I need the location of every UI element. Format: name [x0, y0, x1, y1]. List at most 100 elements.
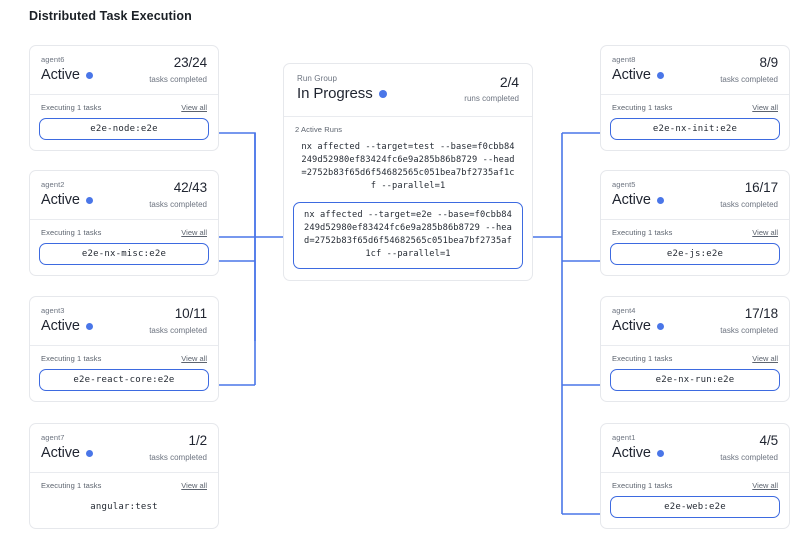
agent-status: Active	[41, 191, 207, 209]
status-dot-icon	[656, 449, 664, 457]
status-dot-icon	[85, 449, 93, 457]
agent-card[interactable]: agent4 Active 17/18 tasks completed Exec…	[600, 296, 790, 402]
runs-count-block: 2/4 runs completed	[464, 74, 519, 105]
agent-card-body: Executing 1 tasks View all e2e-nx-misc:e…	[30, 220, 218, 275]
agent-name: agent7	[41, 433, 65, 442]
view-all-link[interactable]: View all	[752, 103, 778, 112]
task-count-value: 42/43	[173, 180, 207, 195]
divider	[601, 94, 789, 95]
task-count-block: 42/43 tasks completed	[149, 180, 207, 211]
run-group-status: In Progress	[297, 85, 519, 103]
executing-label: Executing 1 tasks	[612, 103, 673, 112]
executing-label: Executing 1 tasks	[41, 354, 102, 363]
view-all-link[interactable]: View all	[752, 228, 778, 237]
task-count-label: tasks completed	[720, 200, 778, 209]
run-group-card[interactable]: Run Group In Progress 2/4 runs completed…	[283, 63, 533, 281]
agent-card-body: Executing 1 tasks View all angular:test	[30, 473, 218, 528]
task-count-value: 23/24	[173, 55, 207, 70]
agent-name: agent3	[41, 306, 65, 315]
agent-status: Active	[612, 444, 778, 462]
status-label: Active	[41, 318, 80, 334]
agent-card[interactable]: agent8 Active 8/9 tasks completed Execut…	[600, 45, 790, 151]
runs-count-label: runs completed	[464, 94, 519, 103]
task-chip[interactable]: e2e-react-core:e2e	[39, 369, 209, 391]
agent-card[interactable]: agent5 Active 16/17 tasks completed Exec…	[600, 170, 790, 276]
agent-card[interactable]: agent3 Active 10/11 tasks completed Exec…	[29, 296, 219, 402]
status-label: Active	[41, 192, 80, 208]
status-dot-icon	[656, 71, 664, 79]
executing-row: Executing 1 tasks View all	[39, 228, 209, 237]
agent-card-header: agent7 Active 1/2 tasks completed	[30, 424, 218, 472]
agent-card-body: Executing 1 tasks View all e2e-react-cor…	[30, 346, 218, 401]
task-count-label: tasks completed	[149, 326, 207, 335]
view-all-link[interactable]: View all	[181, 103, 207, 112]
status-dot-icon	[85, 322, 93, 330]
agent-card[interactable]: agent2 Active 42/43 tasks completed Exec…	[29, 170, 219, 276]
executing-label: Executing 1 tasks	[612, 354, 673, 363]
executing-row: Executing 1 tasks View all	[39, 481, 209, 490]
run-command-box[interactable]: nx affected --target=e2e --base=f0cbb842…	[293, 202, 523, 269]
agent-card[interactable]: agent7 Active 1/2 tasks completed Execut…	[29, 423, 219, 529]
divider	[30, 94, 218, 95]
view-all-link[interactable]: View all	[181, 354, 207, 363]
task-count-label: tasks completed	[149, 75, 207, 84]
executing-row: Executing 1 tasks View all	[610, 103, 780, 112]
divider	[601, 472, 789, 473]
run-group-header: Run Group In Progress 2/4 runs completed	[284, 64, 532, 116]
task-count-label: tasks completed	[720, 75, 778, 84]
agent-status: Active	[41, 66, 207, 84]
task-chip[interactable]: e2e-nx-run:e2e	[610, 369, 780, 391]
agent-card-body: Executing 1 tasks View all e2e-web:e2e	[601, 473, 789, 528]
agent-name: agent1	[612, 433, 636, 442]
task-chip[interactable]: e2e-nx-init:e2e	[610, 118, 780, 140]
status-dot-icon	[656, 196, 664, 204]
view-all-link[interactable]: View all	[752, 481, 778, 490]
agent-card-header: agent3 Active 10/11 tasks completed	[30, 297, 218, 345]
agent-card-header: agent1 Active 4/5 tasks completed	[601, 424, 789, 472]
status-label: Active	[612, 192, 651, 208]
task-chip[interactable]: e2e-node:e2e	[39, 118, 209, 140]
agent-name: agent8	[612, 55, 636, 64]
view-all-link[interactable]: View all	[752, 354, 778, 363]
agent-card-header: agent8 Active 8/9 tasks completed	[601, 46, 789, 94]
agent-card[interactable]: agent1 Active 4/5 tasks completed Execut…	[600, 423, 790, 529]
agent-card-body: Executing 1 tasks View all e2e-js:e2e	[601, 220, 789, 275]
executing-label: Executing 1 tasks	[612, 481, 673, 490]
run-group-kicker: Run Group	[297, 74, 338, 83]
executing-row: Executing 1 tasks View all	[39, 103, 209, 112]
task-count-block: 16/17 tasks completed	[720, 180, 778, 211]
status-label: Active	[41, 445, 80, 461]
divider	[30, 345, 218, 346]
task-chip[interactable]: e2e-web:e2e	[610, 496, 780, 518]
runs-count-value: 2/4	[499, 74, 519, 90]
agent-card[interactable]: agent6 Active 23/24 tasks completed Exec…	[29, 45, 219, 151]
agent-name: agent2	[41, 180, 65, 189]
status-dot-icon	[378, 90, 387, 98]
view-all-link[interactable]: View all	[181, 228, 207, 237]
status-dot-icon	[656, 322, 664, 330]
task-count-label: tasks completed	[720, 453, 778, 462]
task-chip[interactable]: e2e-nx-misc:e2e	[39, 243, 209, 265]
agent-status: Active	[41, 317, 207, 335]
task-count-block: 23/24 tasks completed	[149, 55, 207, 86]
task-count-block: 4/5 tasks completed	[720, 433, 778, 464]
divider	[30, 472, 218, 473]
executing-row: Executing 1 tasks View all	[610, 481, 780, 490]
divider	[30, 219, 218, 220]
divider	[601, 219, 789, 220]
view-all-link[interactable]: View all	[181, 481, 207, 490]
agent-status: Active	[41, 444, 207, 462]
active-runs-label: 2 Active Runs	[295, 125, 343, 134]
status-label: Active	[612, 445, 651, 461]
status-label: Active	[612, 67, 651, 83]
task-count-value: 17/18	[744, 306, 778, 321]
executing-label: Executing 1 tasks	[41, 228, 102, 237]
task-count-value: 4/5	[759, 433, 779, 448]
run-command-text: nx affected --target=e2e --base=f0cbb842…	[304, 210, 512, 259]
executing-label: Executing 1 tasks	[41, 481, 102, 490]
divider	[284, 116, 532, 117]
status-dot-icon	[85, 71, 93, 79]
agent-card-header: agent2 Active 42/43 tasks completed	[30, 171, 218, 219]
task-chip[interactable]: e2e-js:e2e	[610, 243, 780, 265]
